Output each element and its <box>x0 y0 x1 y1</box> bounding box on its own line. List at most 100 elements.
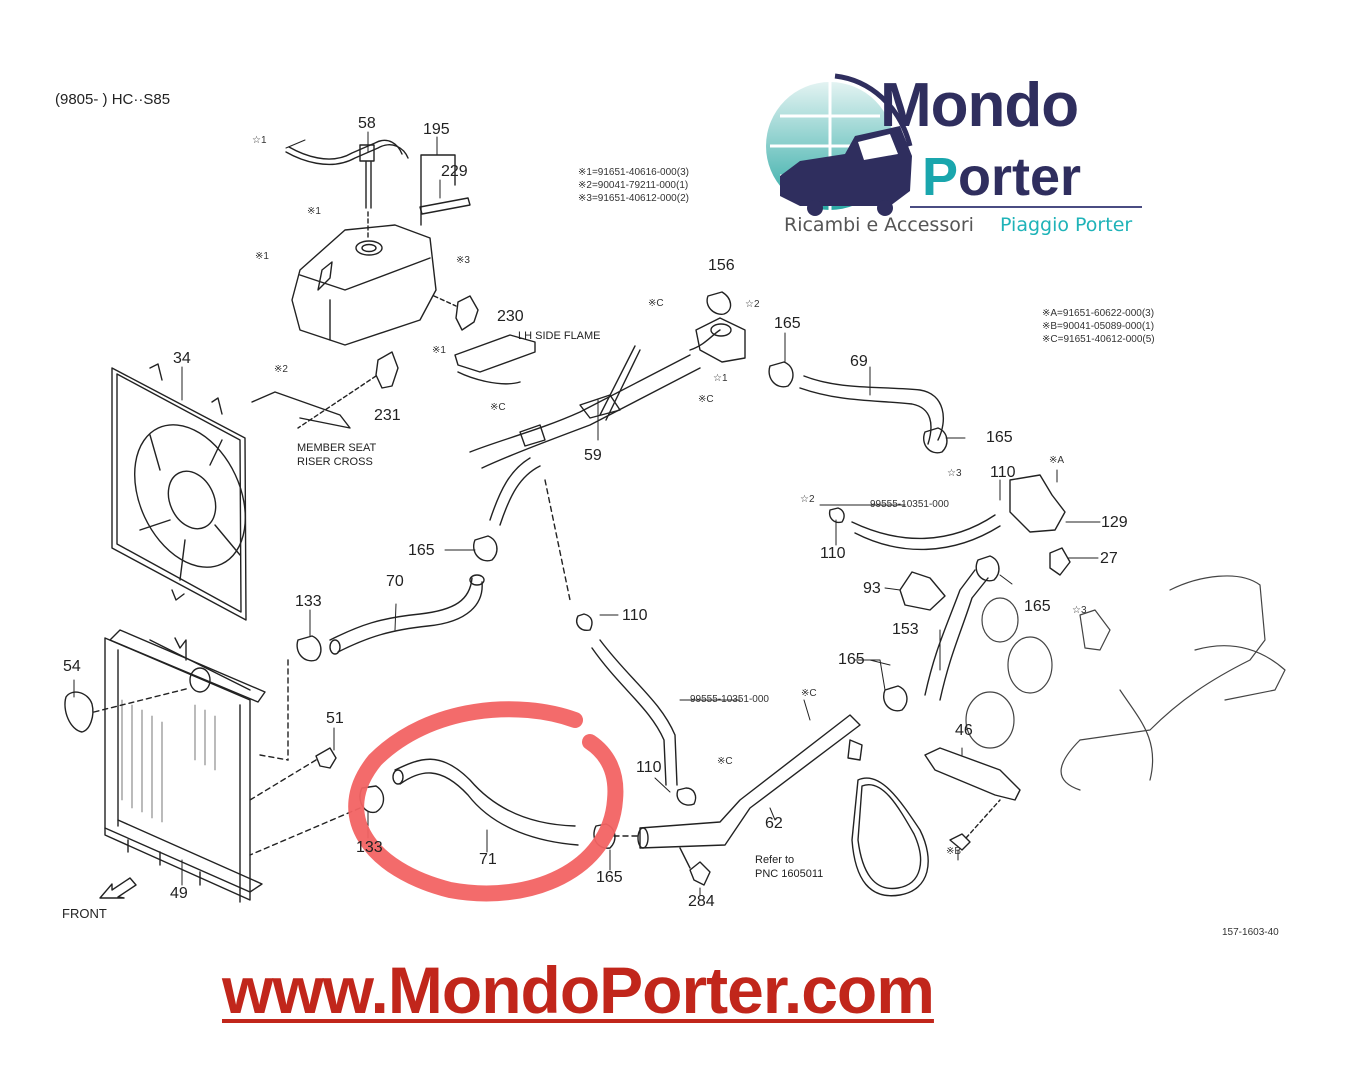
legend-item: ※3=91651-40612-000(2) <box>578 193 689 204</box>
part-label-165-c: 165 <box>1024 598 1051 615</box>
part-label-284: 284 <box>688 893 715 910</box>
annotation-star3: ☆3 <box>1072 605 1087 616</box>
legend-top: ※1=91651-40616-000(3) ※2=90041-79211-000… <box>578 166 689 205</box>
bleeder-284-icon <box>689 861 711 886</box>
annotation-k1: ※1 <box>255 251 269 262</box>
riser-cross-label: RISER CROSS <box>297 456 373 468</box>
clamp-110-icon <box>828 507 845 524</box>
part-label-110-a: 110 <box>990 464 1016 481</box>
part-label-62: 62 <box>765 815 783 832</box>
clamp-165-icon <box>473 535 498 562</box>
logo-tagline-left: Ricambi e Accessori <box>784 214 974 236</box>
logo-porter-text: Porter <box>922 146 1081 208</box>
refer-pnc-label: PNC 1605011 <box>755 868 824 880</box>
part-label-110-d: 110 <box>636 759 662 776</box>
reservoir-tank-icon <box>291 224 437 346</box>
part-label-129: 129 <box>1101 514 1128 531</box>
legend-item: ※2=90041-79211-000(1) <box>578 180 689 191</box>
bracket-46-icon <box>924 747 1021 801</box>
part-label-156: 156 <box>708 257 735 274</box>
part-label-165-b: 165 <box>986 429 1013 446</box>
hose-69-icon <box>803 375 945 441</box>
annotation-k2: ※2 <box>274 364 288 375</box>
lh-side-frame-label: LH SIDE FLAME <box>518 330 601 342</box>
part-label-133-a: 133 <box>295 593 322 610</box>
annotation-kA: ※A <box>1049 455 1065 466</box>
mount-93-icon <box>899 571 946 611</box>
legend-item: ※A=91651-60622-000(3) <box>1042 308 1155 319</box>
annotation-star2: ☆2 <box>800 494 815 505</box>
model-code: (9805- ) HC··S85 <box>55 91 171 108</box>
logo-porter-rest: orter <box>958 147 1082 207</box>
annotation-kC: ※C <box>490 402 506 413</box>
highlight-circle <box>348 701 624 902</box>
hose-71-icon <box>394 758 576 827</box>
drawing-number: 157-1603-40 <box>1222 927 1279 938</box>
hose-70-icon <box>329 577 473 641</box>
part-label-165-a: 165 <box>774 315 801 332</box>
legend-right: ※A=91651-60622-000(3) ※B=90041-05089-000… <box>1042 307 1155 346</box>
part-label-69: 69 <box>850 353 868 370</box>
part-label-195: 195 <box>423 121 450 138</box>
globe-truck-icon <box>766 73 913 216</box>
clamp-165-icon-c <box>975 555 1000 582</box>
annotation-star3: ☆3 <box>947 468 962 479</box>
part-label-54: 54 <box>63 658 81 675</box>
annotation-kC: ※C <box>717 756 733 767</box>
engine-block-icon <box>965 575 1286 791</box>
part-label-59: 59 <box>584 447 602 464</box>
hose-part-number: 99555-10351-000 <box>690 694 769 705</box>
hose-99555-icon-b <box>599 639 678 786</box>
part-label-27: 27 <box>1100 550 1118 567</box>
annotation-star1: ☆1 <box>713 373 728 384</box>
part-label-51: 51 <box>326 710 344 727</box>
legend-item: ※C=91651-40612-000(5) <box>1042 334 1155 345</box>
annotation-star2: ☆2 <box>745 299 760 310</box>
clamp-110-icon-c <box>676 787 697 806</box>
front-label: FRONT <box>62 906 107 921</box>
part-label-230: 230 <box>497 308 524 325</box>
legend-item: ※B=90041-05089-000(1) <box>1042 321 1155 332</box>
part-label-70: 70 <box>386 573 404 590</box>
part-label-231: 231 <box>374 407 401 424</box>
mondo-porter-logo: Mondo Porter Ricambi e Accessori Piaggio… <box>760 66 1160 241</box>
annotation-star1: ☆1 <box>252 135 267 146</box>
sensor-51-icon <box>315 747 337 769</box>
clamp-165-icon-a <box>768 361 794 388</box>
part-label-165-e: 165 <box>408 542 435 559</box>
legend-item: ※1=91651-40616-000(3) <box>578 167 689 178</box>
annotation-kC: ※C <box>801 688 817 699</box>
part-label-229: 229 <box>441 163 468 180</box>
part-label-49: 49 <box>170 885 188 902</box>
clamp-110-icon-b <box>576 613 593 631</box>
pipe-62-icon <box>637 714 863 869</box>
logo-divider <box>910 206 1142 208</box>
cap-54-icon <box>64 691 94 733</box>
part-label-46: 46 <box>955 722 973 739</box>
annotation-kC: ※C <box>648 298 664 309</box>
part-label-110-b: 110 <box>820 545 846 562</box>
part-label-93: 93 <box>863 580 881 597</box>
member-seat-label: MEMBER SEAT <box>297 442 377 454</box>
clamp-133-icon <box>296 635 322 662</box>
bolt-b-icon <box>949 833 971 851</box>
part-label-110-c: 110 <box>622 607 648 624</box>
website-link[interactable]: www.MondoPorter.com <box>222 953 935 1027</box>
annotation-kB: ※B <box>946 846 962 857</box>
cap-156-icon <box>706 291 732 315</box>
hose-99555-icon-a <box>851 514 996 540</box>
logo-mondo-text: Mondo <box>880 71 1079 140</box>
part-label-165-d: 165 <box>838 651 865 668</box>
thermostat-27-icon <box>1049 547 1071 576</box>
hose-58-icon <box>285 144 409 166</box>
annotation-k1: ※1 <box>432 345 446 356</box>
radiator-icon <box>104 629 266 903</box>
hose-part-number: 99555-10351-000 <box>870 499 949 510</box>
refer-to-label: Refer to <box>755 854 795 866</box>
part-label-58: 58 <box>358 115 376 132</box>
logo-tagline-right: Piaggio Porter <box>1000 214 1133 236</box>
clamp-165-icon-b <box>923 427 948 454</box>
front-arrow-icon <box>99 877 137 899</box>
fan-shroud-icon <box>111 363 247 621</box>
